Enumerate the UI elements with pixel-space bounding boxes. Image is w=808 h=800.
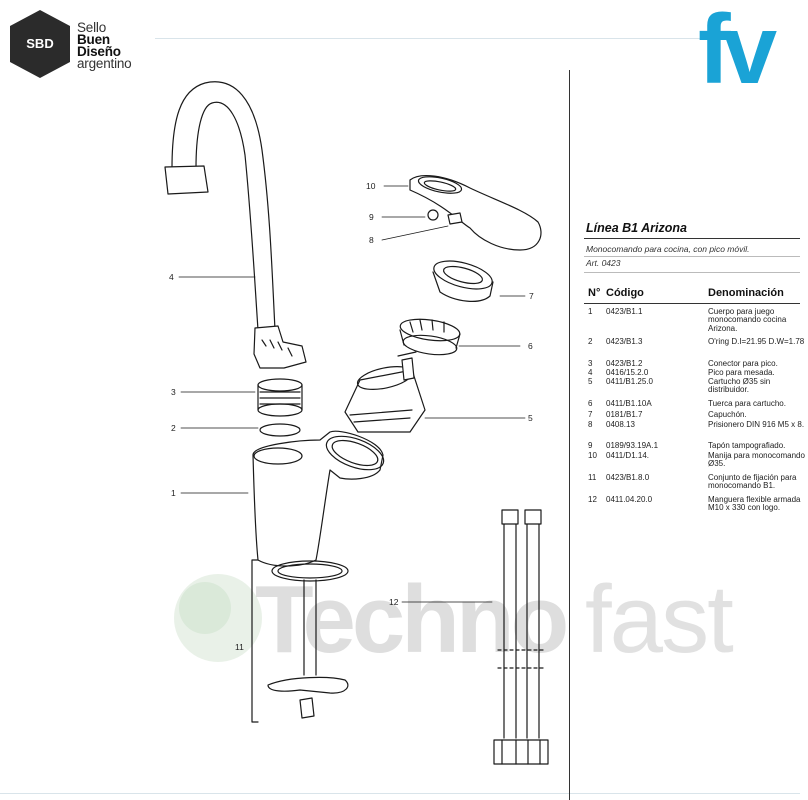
header-rule	[584, 303, 800, 304]
hoses-part-12	[493, 509, 549, 765]
product-article: Art. 0423	[586, 258, 621, 268]
callout-6: 6	[528, 341, 533, 351]
callout-5: 5	[528, 413, 533, 423]
oring-part-2	[259, 423, 301, 437]
sbd-line-1: Sello	[77, 20, 107, 35]
handle-part-10	[409, 175, 542, 251]
sbd-abbr: SBD	[26, 36, 54, 51]
callout-11: 11	[235, 642, 244, 652]
product-subtitle: Monocomando para cocina, con pico móvil.	[586, 244, 750, 254]
screw-part-8	[447, 212, 463, 225]
watermark-techno: Techno	[255, 566, 569, 673]
callout-3: 3	[171, 387, 176, 397]
callout-9: 9	[369, 212, 374, 222]
header-name: Denominación	[708, 287, 784, 299]
watermark-fast: fast	[585, 566, 734, 673]
cap-part-7	[432, 260, 494, 302]
nut-part-6	[399, 318, 461, 356]
spout-part-4	[164, 81, 307, 369]
body-part-1	[252, 430, 385, 567]
plug-part-9	[427, 209, 439, 221]
bracket-11	[251, 559, 259, 723]
sbd-line-4: argentino	[77, 56, 132, 71]
fv-logo: fv	[698, 0, 777, 104]
callout-12: 12	[389, 597, 399, 607]
sbd-line-3: Diseño	[77, 44, 121, 59]
header-num: N°	[588, 287, 601, 299]
title-rule	[584, 238, 800, 239]
callout-10: 10	[366, 181, 376, 191]
column-divider	[569, 70, 570, 800]
bottom-rule	[0, 793, 800, 794]
sbd-line-2: Buen	[77, 32, 110, 47]
top-rule-left	[155, 38, 700, 39]
article-rule	[584, 272, 800, 273]
header-code: Código	[606, 287, 644, 299]
callout-4: 4	[169, 272, 174, 282]
fixing-set-part-11	[267, 560, 349, 719]
product-title: Línea B1 Arizona	[586, 221, 687, 235]
cartridge-part-5	[344, 351, 426, 433]
connector-part-3	[257, 378, 303, 417]
callout-2: 2	[171, 423, 176, 433]
callout-8: 8	[369, 235, 374, 245]
callout-1: 1	[171, 488, 176, 498]
callout-7: 7	[529, 291, 534, 301]
subtitle-rule	[584, 256, 800, 257]
